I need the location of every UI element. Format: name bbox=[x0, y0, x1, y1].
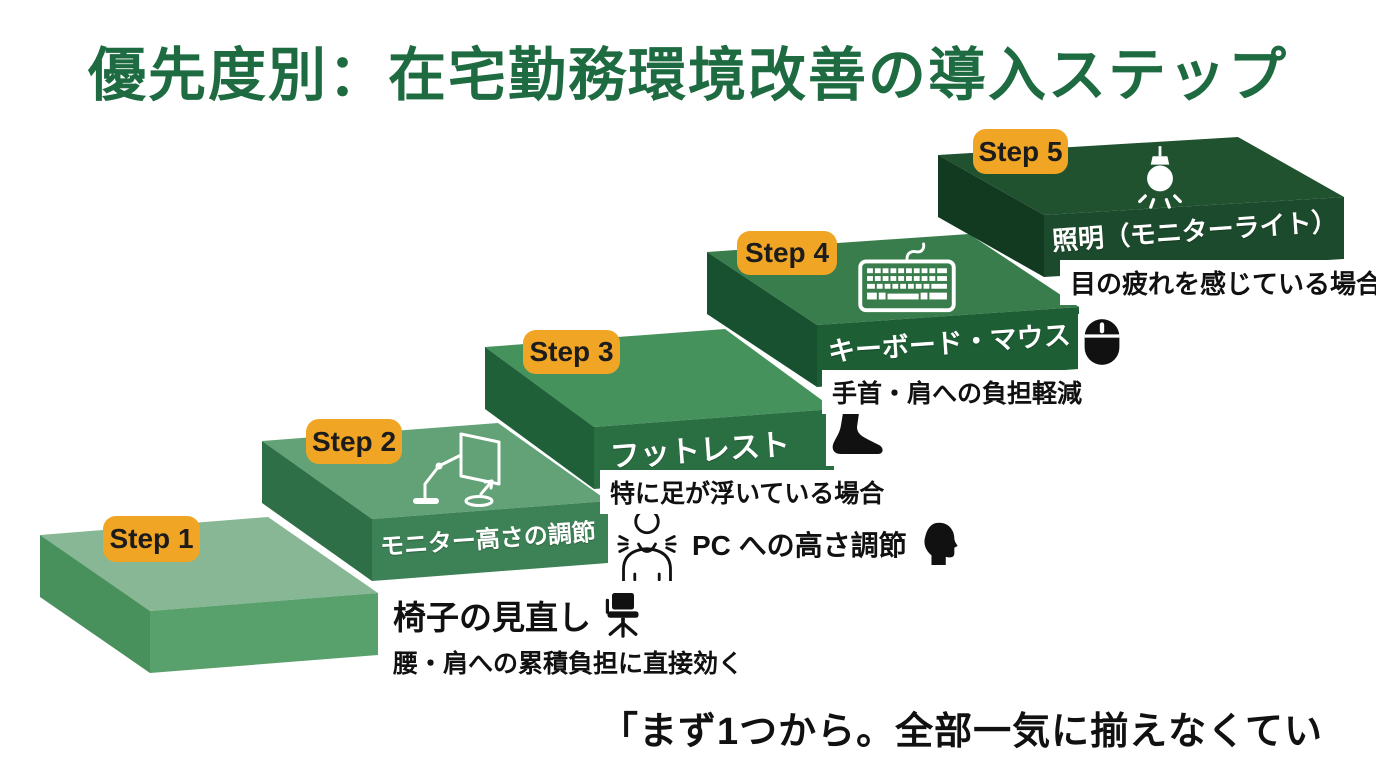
step-1-subtext: 腰・肩への累積負担に直接効く bbox=[393, 650, 744, 678]
step-3-subtext: 特に足が浮いている場合 bbox=[600, 470, 895, 514]
office-chair-icon bbox=[601, 590, 645, 640]
step-3-badge-label: Step 3 bbox=[529, 336, 614, 367]
step-1-left-face bbox=[40, 535, 150, 673]
head-profile-icon bbox=[921, 521, 961, 567]
step-5-front-face bbox=[1044, 197, 1344, 277]
step-2-badge-label: Step 2 bbox=[311, 425, 397, 457]
step-4-badge: Step 4 bbox=[737, 231, 837, 275]
step-4-left-face bbox=[707, 252, 817, 387]
step-1-front-face bbox=[150, 593, 378, 673]
lightbulb-icon bbox=[1136, 145, 1184, 223]
foot-icon bbox=[826, 410, 890, 466]
step-5-badge: Step 5 bbox=[973, 129, 1068, 174]
step-5-badge-label: Step 5 bbox=[978, 135, 1063, 167]
page-title: 優先度別：在宅勤務環境改善の導入ステップ bbox=[87, 43, 1288, 108]
step-5-subtext: 目の疲れを感じている場合 bbox=[1060, 260, 1376, 305]
step-4-badge-label: Step 4 bbox=[744, 237, 830, 268]
step-1-badge-label: Step 1 bbox=[109, 523, 194, 554]
step-2-left-face bbox=[262, 441, 372, 581]
step-2-sub-row: PC への高さ調節 bbox=[608, 503, 969, 585]
person-neck-strain-icon bbox=[616, 507, 678, 583]
step-4-front-face bbox=[817, 307, 1079, 387]
bottom-quote: 「まず1つから。全部一気に揃えなくていい」 bbox=[600, 711, 1323, 768]
step-2-front-face bbox=[372, 501, 608, 581]
step-1-label: 椅子の見直し bbox=[393, 599, 591, 636]
step-5-left-face bbox=[938, 155, 1044, 277]
mouse-icon bbox=[1078, 314, 1126, 370]
step-2-subtext: PC への高さ調節 bbox=[692, 530, 907, 561]
step-3-left-face bbox=[485, 347, 594, 489]
monitor-arm-icon bbox=[405, 428, 505, 512]
step-3-badge: Step 3 bbox=[523, 330, 620, 374]
step-2-badge: Step 2 bbox=[306, 419, 402, 464]
step-4-subtext: 手首・肩への負担軽減 bbox=[822, 370, 1093, 414]
step-1-text-block: 椅子の見直し 腰・肩への累積負担に直接効く bbox=[383, 586, 754, 684]
step-3-front-face bbox=[594, 409, 834, 489]
step-1-badge: Step 1 bbox=[103, 516, 200, 562]
keyboard-icon bbox=[858, 242, 956, 316]
